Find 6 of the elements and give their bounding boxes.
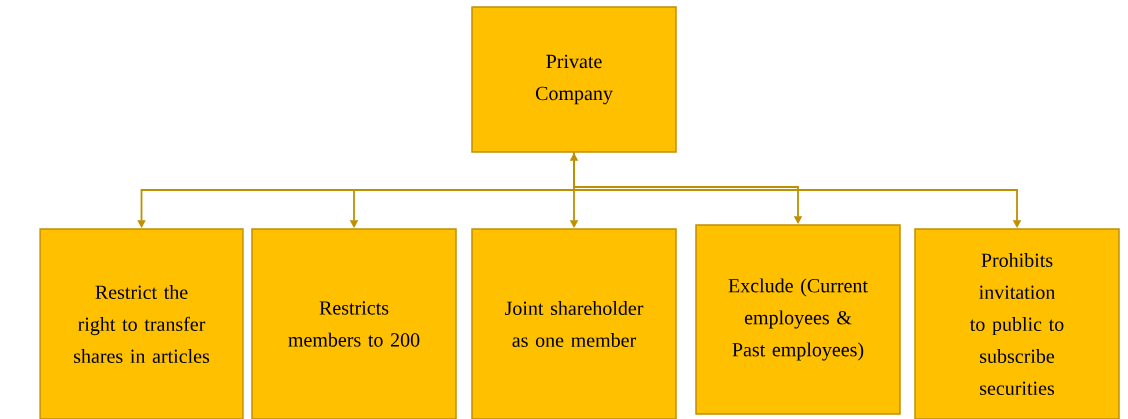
text-box: Joint shareholder as one member: [471, 228, 677, 419]
text-box: Restrict the right to transfer shares in articles: [39, 228, 244, 419]
text-box: Exclude (Current employees & Past employees): [695, 224, 901, 415]
text-box: Private Company: [471, 6, 677, 153]
text-box: Prohibits invitation to public to subscribe securities: [914, 228, 1120, 419]
text-box: Restricts members to 200: [251, 228, 457, 419]
